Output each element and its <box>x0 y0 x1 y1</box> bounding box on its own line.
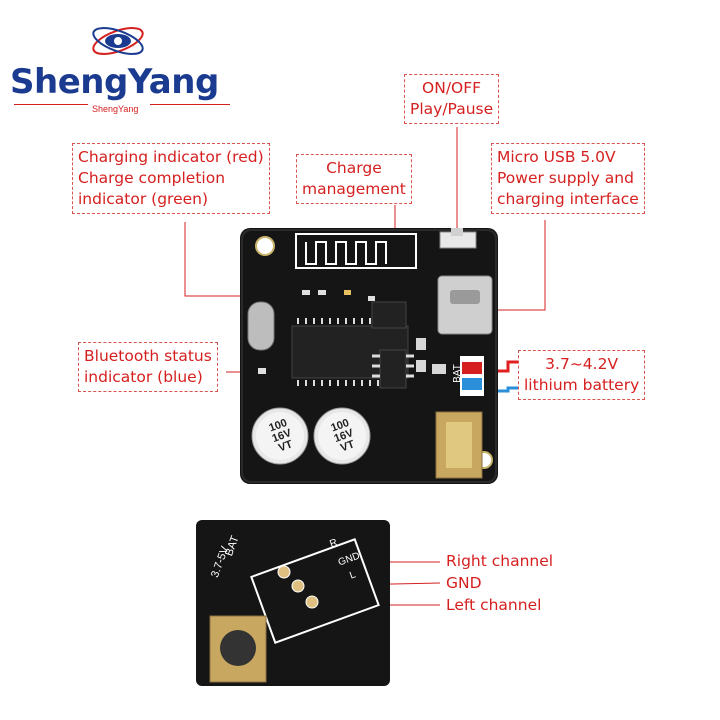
logo <box>88 18 148 64</box>
board-underside <box>196 520 390 686</box>
callout-micro-usb: Micro USB 5.0V Power supply and charging… <box>491 143 645 214</box>
callout-charge-management: Charge management <box>296 154 412 204</box>
bat-silkscreen: BAT <box>451 364 463 383</box>
brand-name: ShengYang <box>10 62 219 102</box>
brand-subtitle: ShengYang <box>92 104 139 114</box>
callout-battery: 3.7~4.2V lithium battery <box>518 350 646 400</box>
callout-power-switch: ON/OFF Play/Pause <box>404 74 500 124</box>
brand-underline <box>14 104 88 105</box>
eye-logo-icon <box>92 27 144 55</box>
bluetooth-board <box>240 228 498 484</box>
label-gnd: GND <box>446 574 482 592</box>
callout-bluetooth-status: Bluetooth status indicator (blue) <box>78 342 218 392</box>
circuit-board-icon <box>240 228 498 484</box>
label-left-channel: Left channel <box>446 596 542 614</box>
label-right-channel: Right channel <box>446 552 554 570</box>
callout-charging-indicator: Charging indicator (red) Charge completi… <box>72 143 270 214</box>
brand-underline-right <box>150 104 230 105</box>
board-underside-icon <box>196 520 390 686</box>
